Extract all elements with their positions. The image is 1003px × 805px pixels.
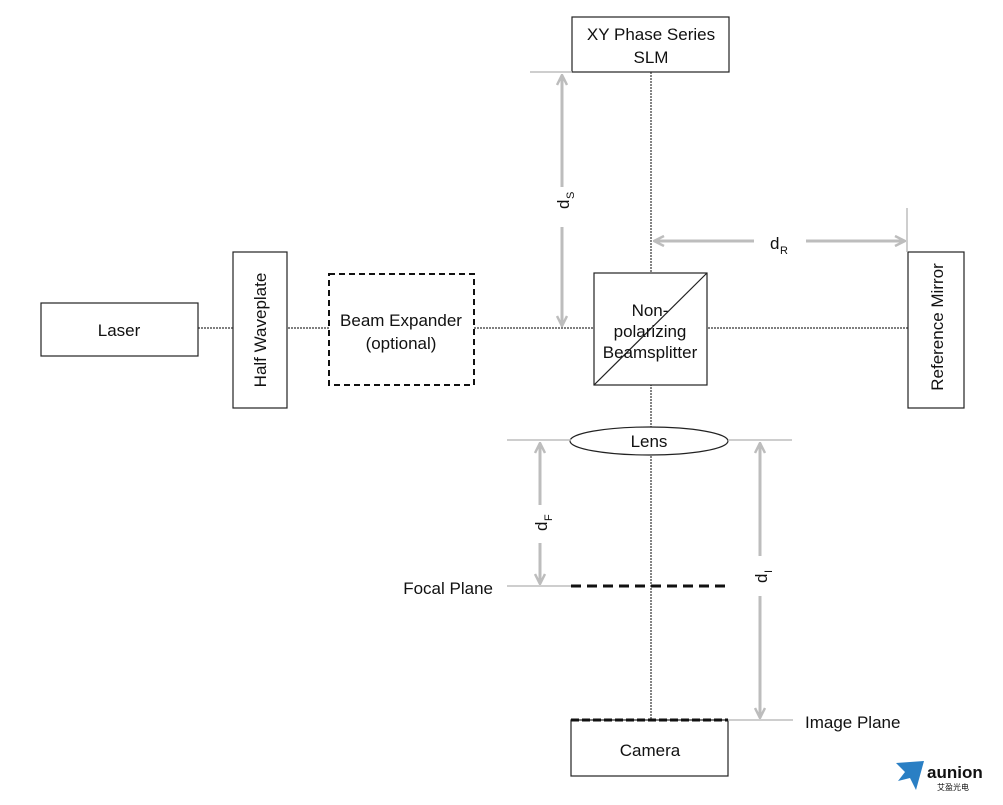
- laser-box: [40, 302, 199, 357]
- logo-plane-icon: [896, 761, 924, 790]
- lens-label: Lens: [631, 432, 668, 451]
- slm-box: [571, 16, 730, 73]
- half-waveplate-label: Half Waveplate: [251, 273, 270, 388]
- dr-label-base: d: [770, 234, 779, 253]
- slm-label-line1: XY Phase Series: [587, 25, 715, 44]
- laser-label: Laser: [98, 321, 141, 340]
- camera-box: [570, 719, 729, 777]
- reference-mirror-box: [907, 251, 965, 409]
- ds-label-base: d: [554, 200, 573, 209]
- di-label: d I: [752, 570, 775, 583]
- df-label-subscript: F: [543, 514, 555, 521]
- dr-label: d R: [770, 234, 788, 257]
- logo-name: aunion: [927, 763, 983, 782]
- half-waveplate-box: [232, 251, 288, 409]
- image-plane-label: Image Plane: [805, 713, 900, 732]
- beamsplitter-diagonal: [593, 272, 708, 386]
- beamsplitter-label-line3: Beamsplitter: [603, 343, 698, 362]
- reference-mirror-label: Reference Mirror: [928, 263, 947, 391]
- df-label-base: d: [532, 522, 551, 531]
- beamsplitter-label-line1: Non-: [632, 301, 669, 320]
- beam-expander-label-line1: Beam Expander: [340, 311, 462, 330]
- lens-shape: [569, 426, 729, 456]
- di-label-subscript: I: [763, 570, 775, 573]
- di-label-base: d: [752, 574, 771, 583]
- slm-label-line2: SLM: [634, 48, 669, 67]
- beam-expander-label-line2: (optional): [366, 334, 437, 353]
- beamsplitter-label-line2: polarizing: [614, 322, 687, 341]
- ds-label-subscript: S: [565, 192, 577, 199]
- aunion-logo: aunion 艾盈光电: [896, 761, 983, 792]
- camera-label: Camera: [620, 741, 681, 760]
- logo-tagline: 艾盈光电: [937, 782, 969, 792]
- ds-label: d S: [554, 192, 577, 209]
- beam-expander-box: [328, 273, 475, 386]
- df-label: d F: [532, 514, 555, 531]
- dr-label-subscript: R: [780, 245, 788, 257]
- focal-plane-label: Focal Plane: [403, 579, 493, 598]
